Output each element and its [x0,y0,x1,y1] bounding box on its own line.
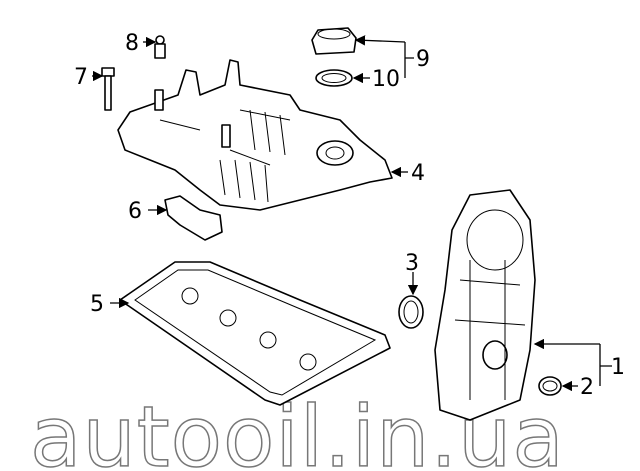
oil-filler-cap-part [311,27,357,55]
valve-cover-gasket-part [119,261,391,406]
callout-8: 8 [125,31,139,56]
sensor-part [154,35,166,59]
callout-1: 1 [611,355,625,380]
callout-7: 7 [74,65,88,90]
valve-cover-part [117,59,393,211]
callout-5: 5 [90,292,104,317]
bolt-part [101,67,115,111]
callout-4: 4 [411,161,425,186]
callout-3: 3 [405,251,419,276]
cap-seal-ring-part [315,69,353,87]
spark-plug-gasket-part [164,195,223,241]
timing-cover-part [434,189,536,421]
oil-seal-part [398,295,424,329]
callout-9: 9 [416,47,430,72]
callout-10: 10 [372,67,400,92]
seal-ring-part [538,376,562,396]
callout-6: 6 [128,199,142,224]
callout-2: 2 [580,375,594,400]
